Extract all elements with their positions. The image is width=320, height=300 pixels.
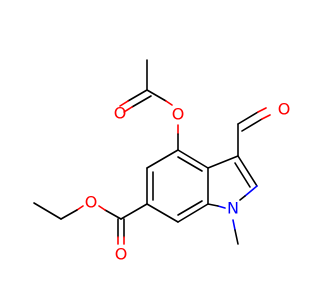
- acetyl-carbonyl-bond-b: [119, 100, 129, 107]
- ethyl-oxygen-bond-a: [76, 205, 84, 211]
- formyl-oxygen-label: O: [278, 100, 291, 119]
- formyl-double-a: [237, 111, 259, 125]
- pyrrole-bond-c3-c2: [237, 155, 258, 187]
- ester-oxygen-bond-b: [98, 205, 106, 211]
- pyrrole-bond-c2-n-a: [244, 185, 258, 197]
- pyrrole-bond-c3-c2-inner: [234, 162, 251, 188]
- acetoxy-ester-oxygen-label: O: [172, 105, 185, 124]
- pyrrole-bond-c2-n-b: [239, 195, 246, 201]
- ethyl-ester-oxygen-label: O: [85, 193, 98, 212]
- ring-bond-c3a-c4: [177, 149, 209, 169]
- ester-carbonyl-oxygen-label: O: [115, 245, 128, 264]
- ring-bond-c4-c5: [146, 149, 179, 169]
- formyl-double-d: [261, 114, 271, 120]
- pyrrole-bond-n-c7a-b: [207, 203, 219, 207]
- n-methyl-bond-b: [234, 229, 239, 245]
- formyl-double-b: [257, 107, 267, 113]
- ring-bond-c7-c7a: [177, 203, 209, 223]
- ring-bond-c7-c7a-inner: [177, 200, 203, 216]
- ring-bond-c3a-c4-inner: [177, 156, 203, 172]
- bond-lines: [33, 59, 271, 245]
- acetyl-ester-bond-a: [146, 89, 167, 102]
- pyrrole-bond-c3a-c3: [207, 155, 239, 169]
- n-methyl-bond-a: [232, 219, 236, 231]
- atom-labels: O O O O O N: [85, 100, 291, 264]
- acetyl-carbonyl-oxygen-label: O: [114, 104, 127, 123]
- acetyl-carbonyl-bond-d: [123, 106, 133, 113]
- pyrrole-bond-n-c7a-a: [217, 205, 226, 209]
- ring-nitrogen-label: N: [227, 199, 239, 218]
- ethyl-oxygen-bond-b: [60, 209, 78, 220]
- molecule-structure: O O O O O N: [33, 59, 291, 264]
- ester-oxygen-bond-a: [104, 209, 122, 220]
- acetyl-carbonyl-bond-a: [127, 89, 148, 102]
- ring-bond-c6-c7: [146, 203, 179, 223]
- ethyl-carbon-bond: [33, 202, 62, 220]
- acetyl-ester-bond-b: [165, 100, 173, 106]
- acetyl-carbonyl-bond-c: [131, 95, 152, 108]
- formyl-double-c: [241, 118, 263, 132]
- ester-carbon-bond: [120, 203, 148, 220]
